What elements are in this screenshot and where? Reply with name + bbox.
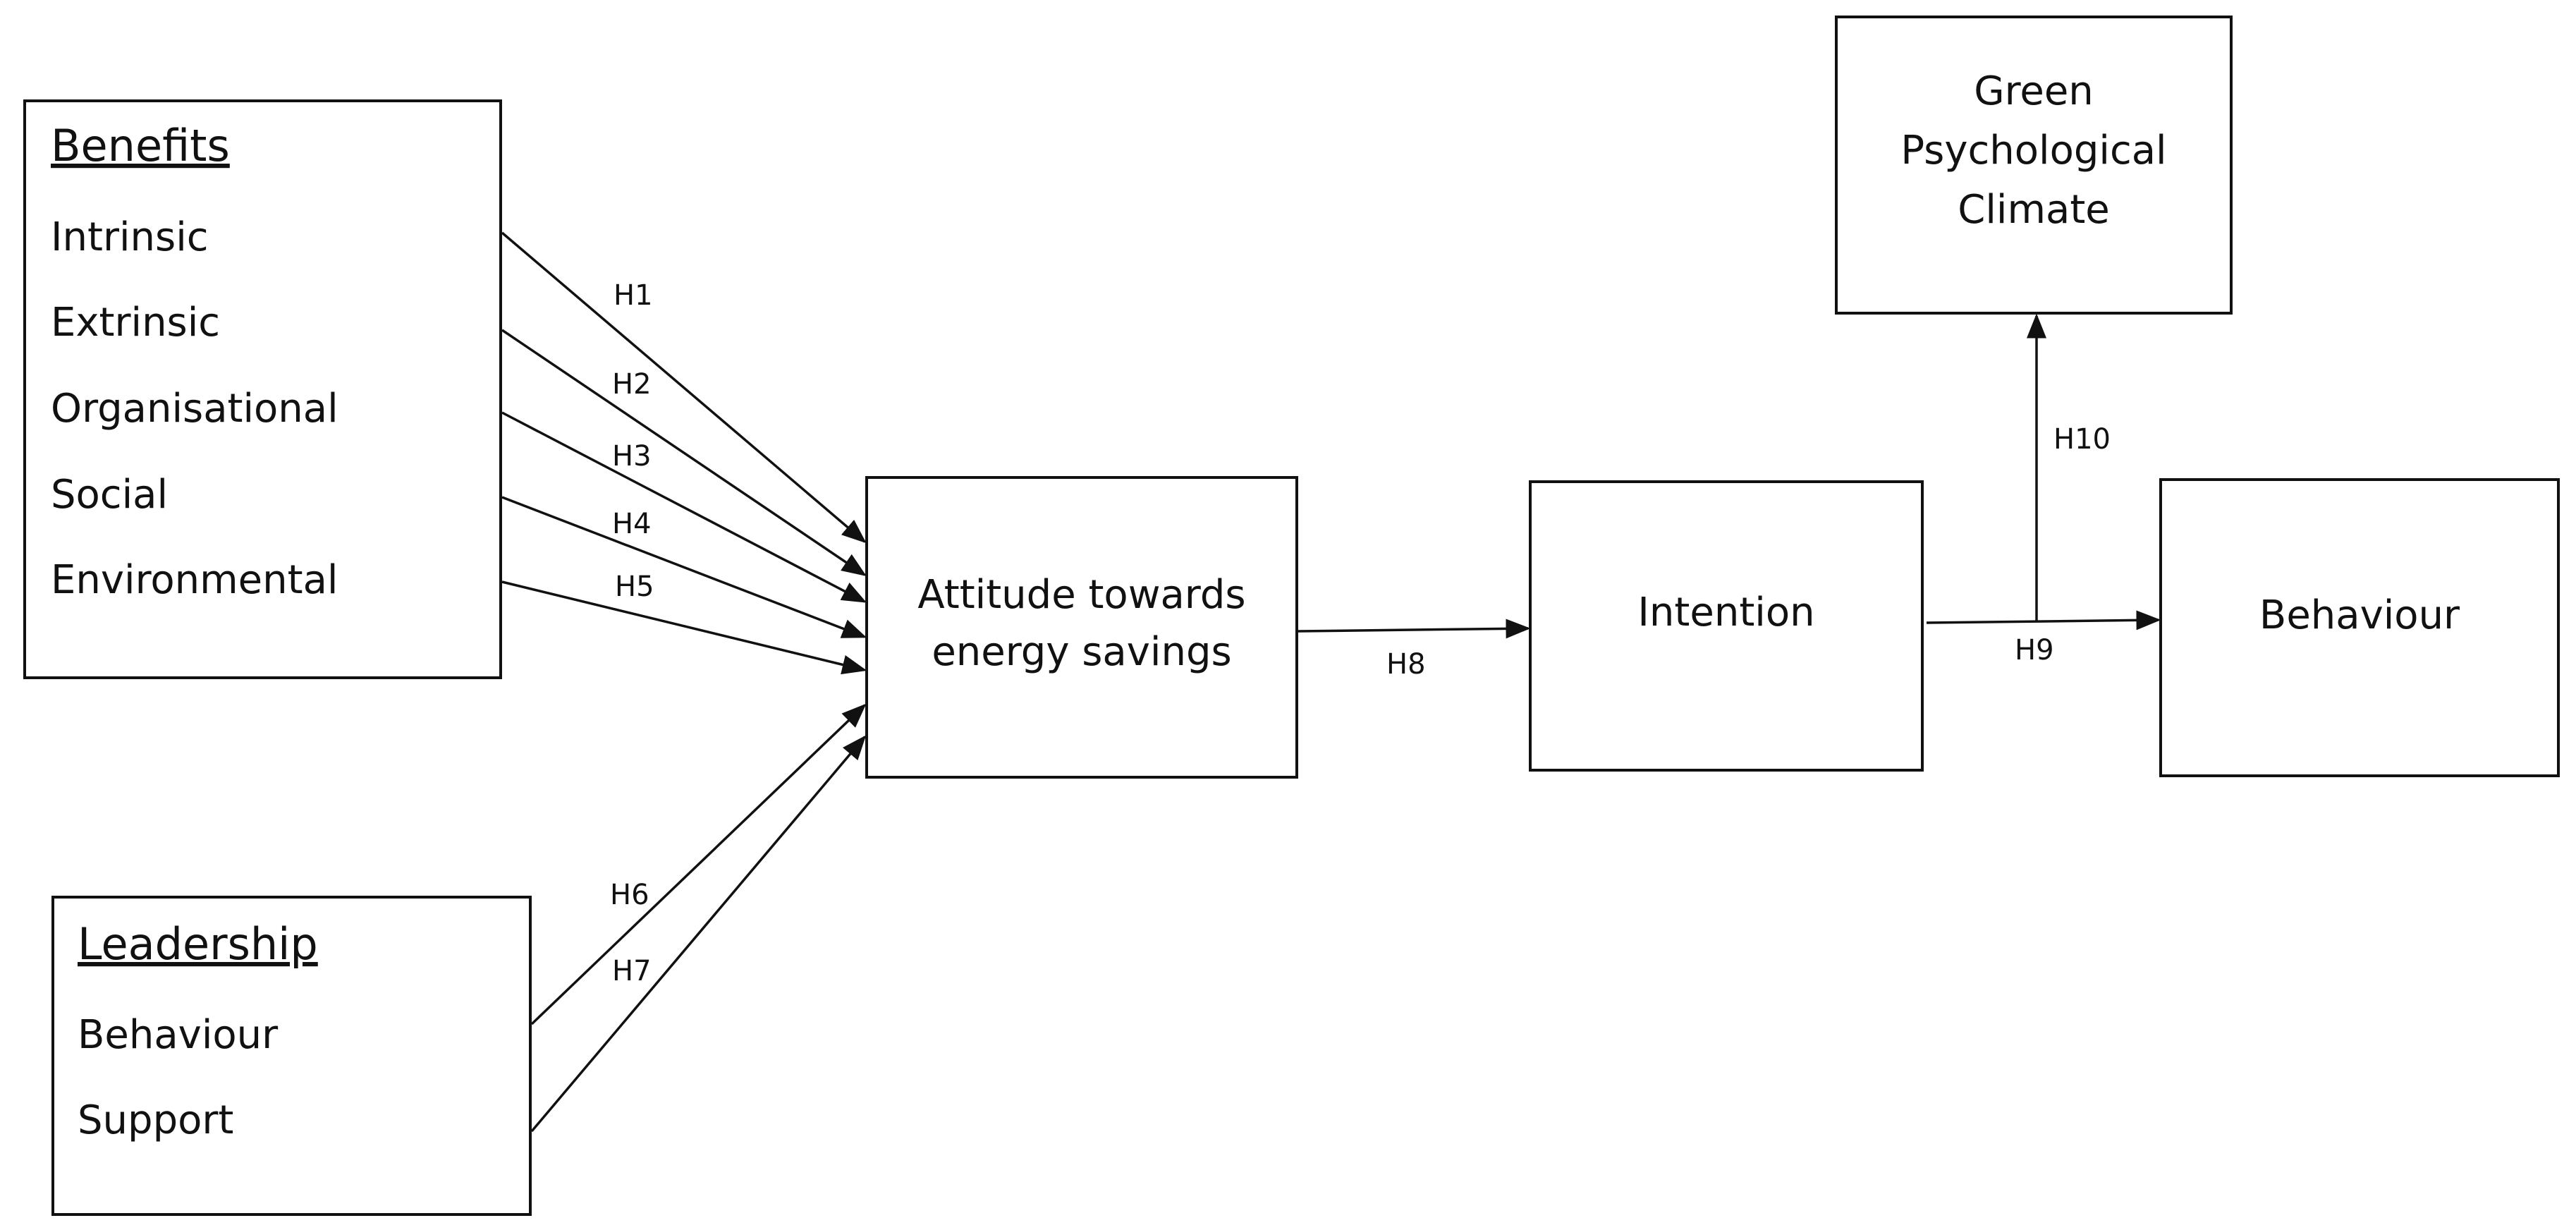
arrow-h5 — [501, 580, 867, 675]
label-h5: H5 — [615, 571, 654, 603]
label-h2: H2 — [612, 368, 652, 401]
climate-label-line3: Climate — [1958, 187, 2110, 233]
climate-box: Green Psychological Climate — [1835, 16, 2233, 315]
benefits-box-frame — [23, 99, 502, 679]
label-h4: H4 — [612, 508, 652, 540]
benefits-title: Benefits — [51, 120, 230, 171]
intention-box: Intention — [1529, 480, 1924, 772]
intention-label: Intention — [1637, 590, 1814, 635]
arrow-h9 — [1926, 610, 2161, 631]
leadership-behaviour: Behaviour — [78, 1012, 279, 1058]
label-h3: H3 — [612, 440, 652, 473]
label-h9: H9 — [2015, 634, 2054, 666]
climate-box-frame — [1835, 16, 2233, 315]
attitude-label-line1: Attitude towards — [917, 572, 1245, 618]
leadership-support: Support — [78, 1097, 233, 1143]
behaviour-label: Behaviour — [2259, 592, 2460, 638]
attitude-box: Attitude towards energy savings — [865, 476, 1298, 779]
behaviour-box: Behaviour — [2159, 478, 2560, 777]
label-h7: H7 — [612, 955, 652, 987]
label-h8: H8 — [1386, 648, 1426, 681]
arrow-h1 — [501, 231, 867, 544]
benefit-extrinsic: Extrinsic — [51, 300, 220, 346]
arrow-h7 — [530, 735, 867, 1133]
intention-box-frame — [1529, 480, 1924, 772]
leadership-title: Leadership — [78, 918, 318, 970]
arrow-h4 — [501, 496, 867, 638]
attitude-label-line2: energy savings — [932, 629, 1231, 675]
behaviour-box-frame — [2159, 478, 2560, 777]
arrow-h3 — [501, 411, 867, 603]
arrow-h2 — [501, 329, 867, 576]
benefits-box: Benefits Intrinsic Extrinsic Organisatio… — [23, 99, 502, 679]
label-h6: H6 — [610, 879, 649, 911]
leadership-box-frame — [51, 896, 532, 1216]
benefit-environmental: Environmental — [51, 557, 338, 603]
leadership-box: Leadership Behaviour Support — [51, 896, 532, 1216]
arrow-h6 — [530, 703, 867, 1025]
label-h10: H10 — [2053, 423, 2111, 456]
benefit-social: Social — [51, 472, 168, 518]
climate-label-line2: Psychological — [1900, 128, 2166, 173]
arrow-h8 — [1298, 619, 1531, 639]
climate-label-line1: Green — [1974, 68, 2094, 114]
label-h1: H1 — [614, 279, 653, 312]
benefit-intrinsic: Intrinsic — [51, 214, 209, 260]
attitude-box-frame — [865, 476, 1298, 779]
benefit-organisational: Organisational — [51, 386, 338, 432]
